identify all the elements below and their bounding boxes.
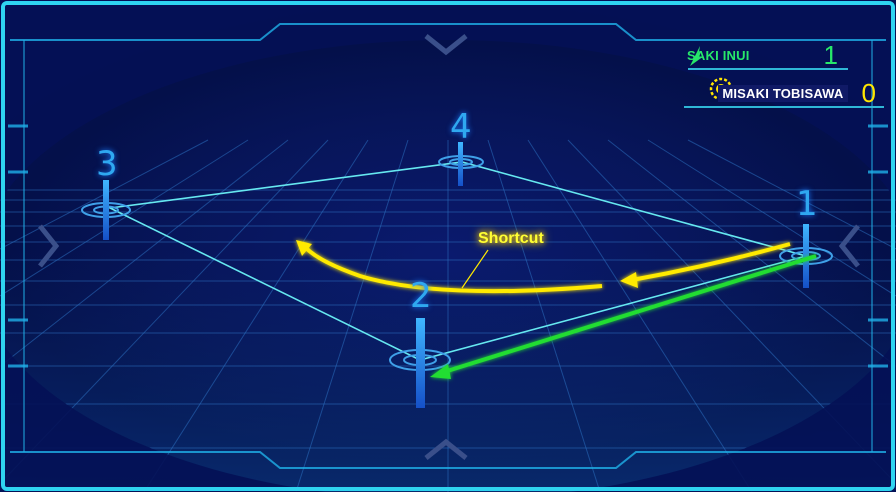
shortcut-leader-line bbox=[461, 249, 489, 289]
player2-underline bbox=[684, 106, 884, 108]
buoy-label-2: 2 bbox=[410, 276, 432, 316]
shortcut-route bbox=[304, 242, 791, 294]
player1-underline bbox=[688, 68, 848, 70]
player2-score: 0 bbox=[861, 78, 876, 108]
buoy-label-1: 1 bbox=[796, 184, 818, 224]
buoy-pole-3 bbox=[103, 180, 109, 240]
chevron-left-icon bbox=[838, 224, 860, 268]
buoy-label-3: 3 bbox=[96, 144, 118, 184]
buoy-label-4: 4 bbox=[450, 107, 472, 147]
buoy-pole-1 bbox=[803, 224, 809, 288]
chevron-down-icon bbox=[424, 34, 468, 56]
shortcut-arrowhead-1 bbox=[620, 272, 638, 288]
chevron-up-icon bbox=[424, 438, 468, 460]
shortcut-arrow-curve bbox=[304, 246, 603, 294]
player1-name: SAKI INUI bbox=[687, 47, 750, 63]
buoy-pole-4 bbox=[458, 142, 463, 186]
buoy-pole-2 bbox=[416, 318, 425, 408]
hud-ticks bbox=[8, 124, 888, 368]
player1-score: 1 bbox=[823, 40, 838, 70]
shortcut-arrow-right bbox=[631, 242, 791, 282]
green-route-arrow bbox=[430, 254, 817, 379]
player2-name: MISAKI TOBISAWA bbox=[718, 84, 848, 102]
wing-shoe-icon bbox=[690, 46, 704, 66]
shortcut-label: Shortcut bbox=[478, 230, 544, 247]
player2-score-row: MISAKI TOBISAWA 0 bbox=[718, 80, 876, 106]
chevron-right-icon bbox=[38, 224, 60, 268]
player1-score-row: SAKI INUI 1 bbox=[687, 42, 838, 68]
shortcut-arrowhead-2 bbox=[296, 240, 312, 256]
